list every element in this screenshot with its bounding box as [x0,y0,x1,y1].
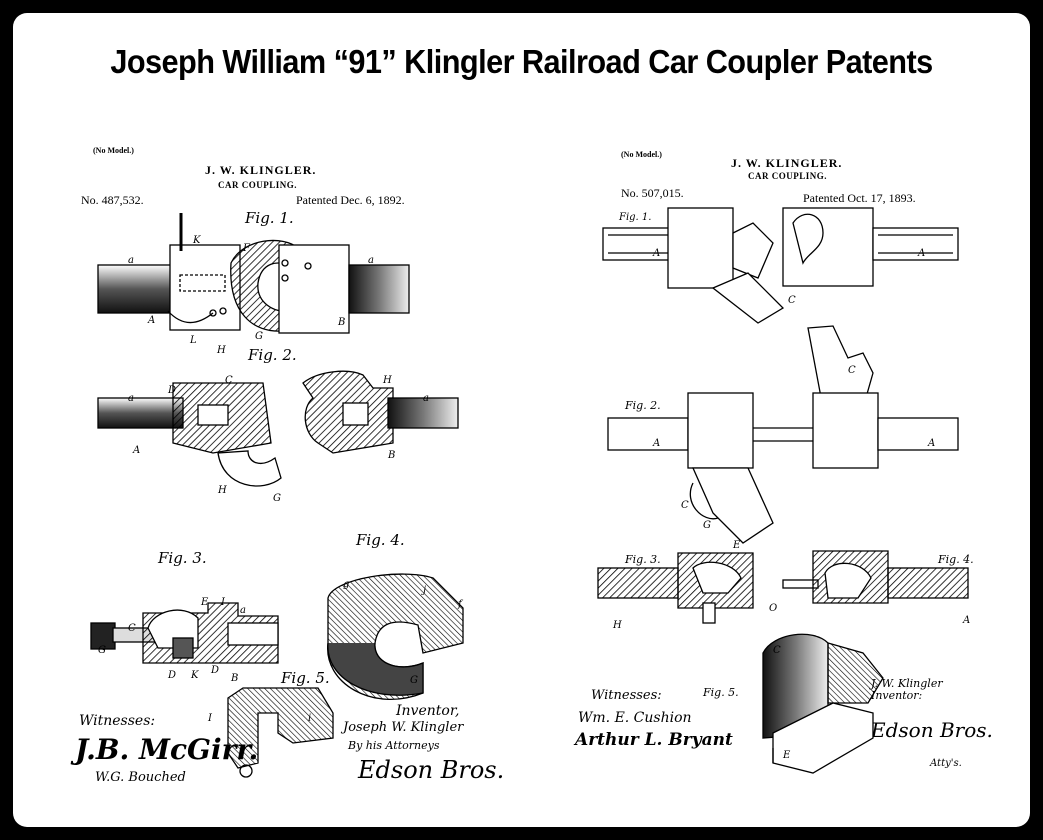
witness-signature-1: Wm. E. Cushion [578,710,692,726]
patent-date: Patented Oct. 17, 1893. [803,191,916,205]
svg-text:B: B [337,317,345,328]
witness-signature-2: Arthur L. Bryant [575,730,733,750]
left-fig4-drawing [327,573,464,700]
fig-3-label: Fig. 3. [625,553,661,566]
svg-text:C: C [225,375,233,386]
no-model-label: (No Model.) [621,150,662,159]
svg-text:A: A [652,248,660,259]
poster-sheet: Joseph William “91” Klingler Railroad Ca… [13,13,1030,827]
fig-4-label: Fig. 4. [938,553,974,566]
svg-text:H: H [612,620,622,631]
svg-text:a: a [128,393,134,404]
left-fig5-drawing [227,687,334,778]
attys-label: Atty's. [930,758,962,769]
svg-text:H: H [216,345,226,356]
svg-text:E: E [782,750,791,761]
svg-text:C: C [788,295,796,306]
svg-text:H: H [217,485,227,496]
svg-text:G: G [255,331,263,342]
inventor-header: J. W. KLINGLER. [731,156,843,170]
svg-text:G: G [410,675,418,686]
svg-text:C: C [773,645,781,656]
right-fig5-drawing [762,633,884,774]
svg-text:A: A [652,438,660,449]
attorney-signature: Edson Bros. [358,756,505,784]
inventor-label: Inventor, [396,703,460,719]
inventor-signature: Joseph W. Klingler [343,720,464,735]
fig-4-label: Fig. 4. [356,531,405,549]
svg-text:a: a [368,255,374,266]
inventor-label: J. W. Klingler Inventor: [871,677,943,702]
patent-number: No. 487,532. [81,193,144,207]
fig-1-label: Fig. 1. [619,212,652,223]
svg-text:K: K [190,670,199,681]
fig-1-label: Fig. 1. [245,209,294,227]
patent-subtitle: CAR COUPLING. [748,171,828,181]
svg-text:D: D [167,385,176,396]
left-fig1-drawing [97,213,410,334]
witnesses-label: Witnesses: [591,688,662,703]
svg-text:A: A [917,248,925,259]
svg-text:B: B [387,450,395,461]
svg-text:a: a [128,255,134,266]
fig-2-label: Fig. 2. [625,399,661,412]
patent-drawings: aaK FBG ALH aaD CHA BHG GCE IaB DKD gjf … [90,207,970,778]
attorney-signature: Edson Bros. [871,718,993,742]
svg-text:j: j [421,585,426,596]
svg-text:K: K [192,235,201,246]
svg-text:A: A [927,438,935,449]
svg-text:C: C [848,365,856,376]
right-fig1-drawing [602,207,959,324]
witnesses-label: Witnesses: [79,713,156,729]
svg-text:A: A [147,315,155,326]
patent-date: Patented Dec. 6, 1892. [296,193,405,207]
svg-text:g: g [343,579,349,590]
svg-text:B: B [230,673,238,684]
svg-text:I: I [207,713,213,724]
fig-2-label: Fig. 2. [248,346,297,364]
left-fig2-drawing [97,370,459,487]
svg-text:I: I [220,597,226,608]
svg-text:L: L [189,335,197,346]
svg-text:A: A [962,615,970,626]
svg-text:E: E [732,540,741,551]
svg-text:a: a [240,605,246,616]
patent-number: No. 507,015. [621,186,684,200]
svg-text:G: G [703,520,711,531]
svg-text:f: f [457,599,464,610]
svg-text:A: A [132,445,140,456]
fig-3-label: Fig. 3. [158,549,207,567]
no-model-label: (No Model.) [93,146,134,155]
witness-signature-2: W.G. Bouched [95,770,186,785]
svg-text:H: H [382,375,392,386]
svg-text:F: F [242,243,251,254]
right-fig34-drawing [597,550,969,624]
patent-subtitle: CAR COUPLING. [218,180,298,190]
svg-text:C: C [128,623,136,634]
svg-text:D: D [167,670,176,681]
inventor-header: J. W. KLINGLER. [205,163,317,177]
svg-text:i: i [308,713,311,724]
attorneys-line: By his Attorneys [348,739,440,752]
svg-text:D: D [210,665,219,676]
svg-text:G: G [98,645,106,656]
page-title: Joseph William “91” Klingler Railroad Ca… [110,43,933,80]
svg-text:E: E [200,597,209,608]
svg-text:a: a [423,393,429,404]
fig-5-label: Fig. 5. [703,686,739,699]
svg-text:C: C [681,500,689,511]
svg-text:O: O [769,603,777,614]
svg-text:G: G [273,493,281,504]
right-fig2-drawing [607,325,959,544]
left-fig3-drawing [90,602,279,664]
fig-5-label: Fig. 5. [281,669,330,687]
